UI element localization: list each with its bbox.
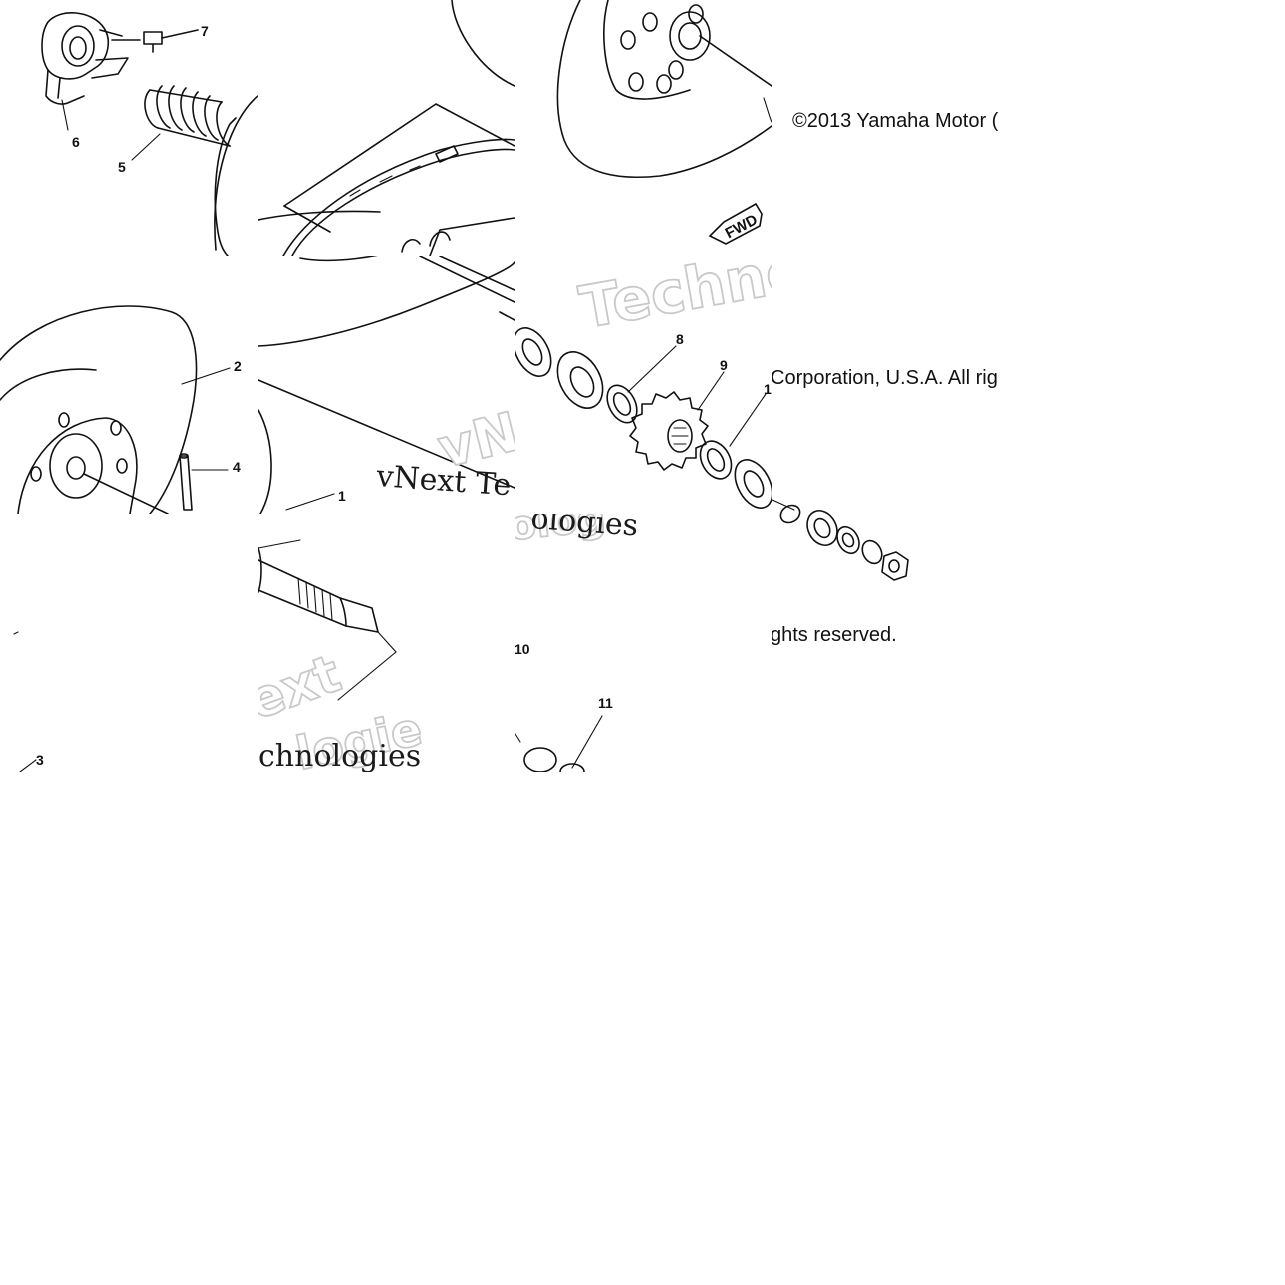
tile-bottom-left: 3 — [13, 631, 44, 772]
dowel-pin — [179, 453, 193, 511]
callout-7: 7 — [201, 23, 209, 39]
watermark-techno: Techno — [575, 235, 811, 342]
watermark-layer: Techno vNe vNext Te olog ologies ext log… — [258, 235, 811, 774]
callout-2: 2 — [234, 358, 242, 374]
callout-4: 4 — [233, 459, 241, 475]
callout-10-top: 1 — [764, 381, 772, 397]
tile-top-left: 7 6 5 — [41, 12, 258, 256]
tile-middle-right: 8 9 1 — [515, 327, 772, 509]
callout-10: 10 — [514, 641, 530, 657]
callout-8: 8 — [676, 331, 684, 347]
fwd-arrow: FWD — [708, 202, 763, 245]
copyright-line-1: ©2013 Yamaha Motor ( — [792, 110, 999, 132]
callout-1: 1 — [338, 488, 346, 504]
tile-bottom-middle — [258, 539, 397, 701]
copyright-line-3: ghts reserved. — [770, 624, 897, 646]
hardware-stack — [771, 499, 909, 581]
tile-middle-left: 2 4 — [0, 305, 242, 514]
callout-6: 6 — [72, 134, 80, 150]
tile-bottom-right: 11 10 — [514, 641, 613, 772]
tile-top-right: FWD — [556, 0, 772, 245]
callout-11: 11 — [598, 695, 613, 711]
watermark-chnologies: chnologies — [258, 739, 421, 774]
copyright-block: ©2013 Yamaha Motor ( Corporation, U.S.A.… — [770, 110, 999, 646]
callout-3: 3 — [36, 752, 44, 768]
callout-5: 5 — [118, 159, 126, 175]
compression-spring — [144, 85, 231, 147]
callout-9: 9 — [720, 357, 728, 373]
tile-top-middle — [258, 0, 515, 256]
copyright-line-2: Corporation, U.S.A. All rig — [770, 367, 998, 389]
tile-middle-middle: 1 — [258, 256, 515, 514]
drive-sprocket — [629, 391, 709, 471]
watermark-ologies: ologies — [529, 501, 639, 543]
